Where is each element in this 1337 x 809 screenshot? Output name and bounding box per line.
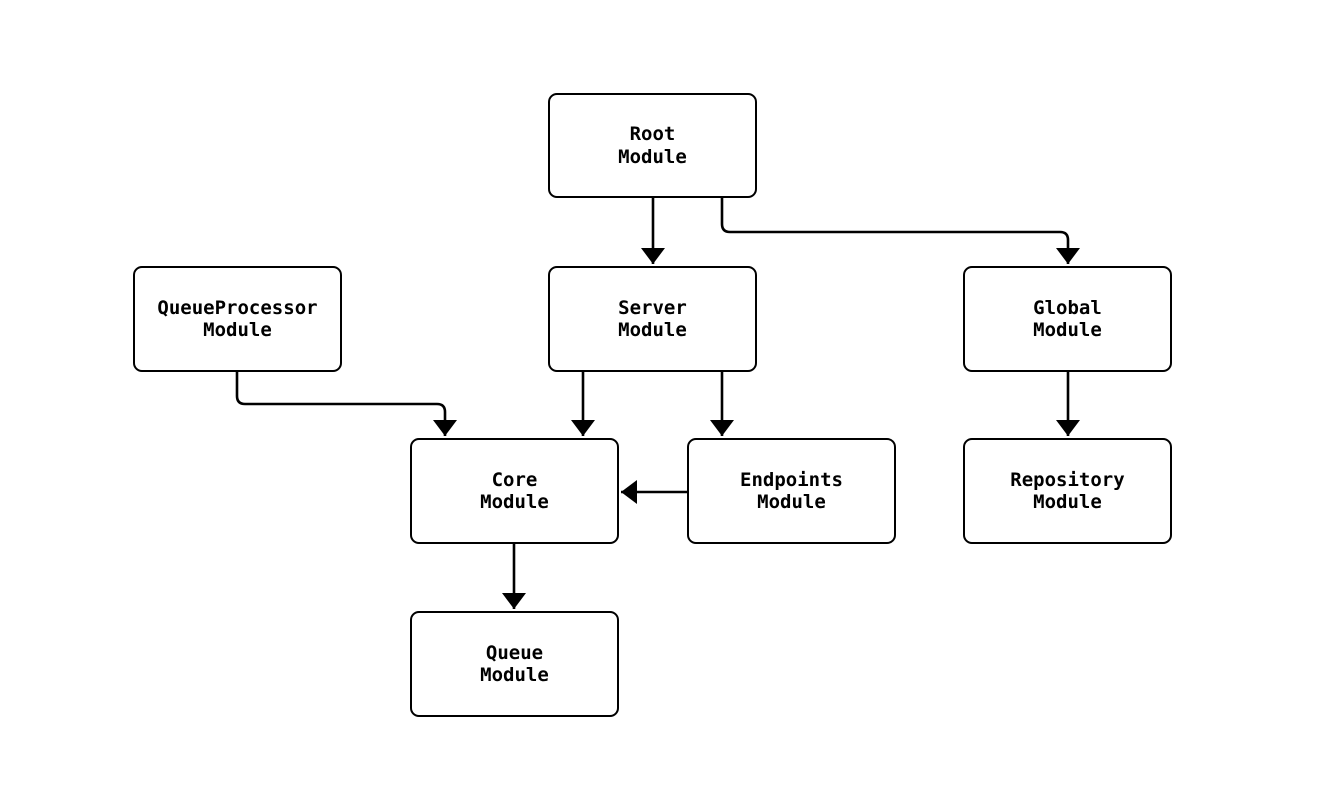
node-label: Core Module bbox=[480, 468, 549, 513]
node-label: Endpoints Module bbox=[740, 468, 843, 513]
edge-root-to-global bbox=[720, 198, 1080, 264]
node-label: Global Module bbox=[1033, 296, 1102, 341]
node-global-module: Global Module bbox=[963, 266, 1172, 372]
node-server-module: Server Module bbox=[548, 266, 757, 372]
node-label: Root Module bbox=[618, 123, 687, 168]
node-label: Queue Module bbox=[480, 641, 549, 686]
node-queue-module: Queue Module bbox=[410, 611, 619, 717]
node-label: QueueProcessor Module bbox=[157, 296, 318, 341]
node-label: Server Module bbox=[618, 296, 687, 341]
node-queueprocessor-module: QueueProcessor Module bbox=[133, 266, 342, 372]
node-core-module: Core Module bbox=[410, 438, 619, 544]
node-repository-module: Repository Module bbox=[963, 438, 1172, 544]
node-endpoints-module: Endpoints Module bbox=[687, 438, 896, 544]
node-root-module: Root Module bbox=[548, 93, 757, 198]
node-label: Repository Module bbox=[1010, 468, 1125, 513]
edge-queueprocessor-to-core bbox=[235, 372, 457, 436]
